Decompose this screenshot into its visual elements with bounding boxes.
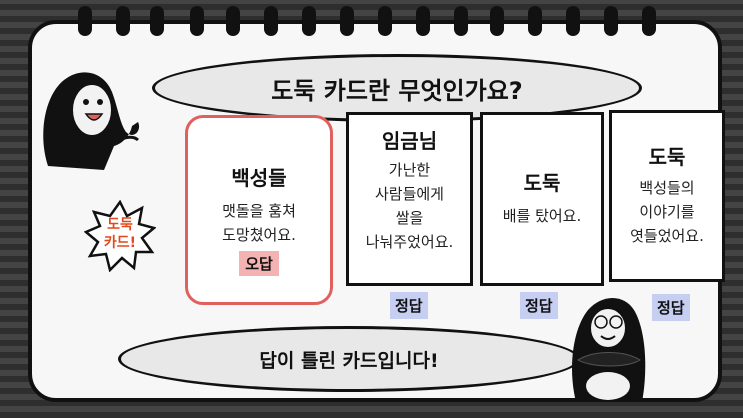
- card-line: 배를 탔어요.: [502, 207, 582, 225]
- correct-badge: 정답: [520, 292, 558, 319]
- spiral-ring-icon: [490, 6, 504, 36]
- starburst-line2: 카드!: [103, 235, 137, 251]
- penguin-mascot-icon: [43, 72, 140, 170]
- spiral-ring-icon: [302, 6, 316, 36]
- card-title: 백성들: [231, 166, 287, 190]
- card-wrong[interactable]: 백성들 맷돌을 훔쳐 도망쳤어요. 오답: [185, 115, 333, 305]
- card-line: 맷돌을 훔쳐: [222, 202, 296, 220]
- correct-badge: 정답: [652, 294, 690, 321]
- wrong-badge: 오답: [239, 251, 279, 276]
- card-line: 엿들었어요.: [630, 227, 704, 245]
- spiral-ring-icon: [190, 6, 204, 36]
- card-line: 쌀을: [395, 209, 424, 227]
- card-title: 임금님: [381, 129, 438, 153]
- spiral-ring-icon: [340, 6, 354, 36]
- card-line: 사람들에게: [374, 185, 444, 203]
- card-title: 도둑: [648, 145, 686, 169]
- card-correct[interactable]: 도둑 배를 탔어요.: [480, 112, 604, 286]
- spiral-ring-icon: [566, 6, 580, 36]
- spiral-ring-icon: [264, 6, 278, 36]
- spiral-ring-icon: [116, 6, 130, 36]
- starburst-line1: 도둑: [107, 217, 133, 233]
- card-line: 이야기를: [639, 203, 695, 221]
- spiral-ring-icon: [416, 6, 430, 36]
- spiral-ring-icon: [642, 6, 656, 36]
- starburst-label: 도둑 카드!: [84, 216, 156, 252]
- correct-badge: 정답: [390, 292, 428, 319]
- starburst-icon: [84, 200, 156, 272]
- card-title: 도둑: [523, 171, 561, 195]
- spiral-ring-icon: [78, 6, 92, 36]
- card-line: 가난한: [388, 161, 431, 179]
- answer-speech-bubble: 답이 틀린 카드입니다!: [118, 326, 580, 392]
- answer-text: 답이 틀린 카드입니다!: [259, 349, 439, 372]
- card-correct[interactable]: 임금님 가난한 사람들에게 쌀을 나눠주었어요.: [346, 112, 473, 286]
- card-line: 도망쳤어요.: [222, 226, 296, 244]
- spiral-ring-icon: [226, 6, 240, 36]
- spiral-ring-icon: [604, 6, 618, 36]
- spiral-ring-icon: [378, 6, 392, 36]
- page-title: 도둑 카드란 무엇인가요?: [271, 76, 523, 105]
- penguin-mascot-icon: [572, 298, 646, 402]
- spiral-ring-icon: [150, 6, 164, 36]
- card-correct[interactable]: 도둑 백성들의 이야기를 엿들었어요.: [609, 110, 725, 282]
- card-line: 백성들의: [639, 179, 695, 197]
- card-line: 나눠주었어요.: [365, 233, 454, 251]
- spiral-ring-icon: [454, 6, 468, 36]
- spiral-ring-icon: [528, 6, 542, 36]
